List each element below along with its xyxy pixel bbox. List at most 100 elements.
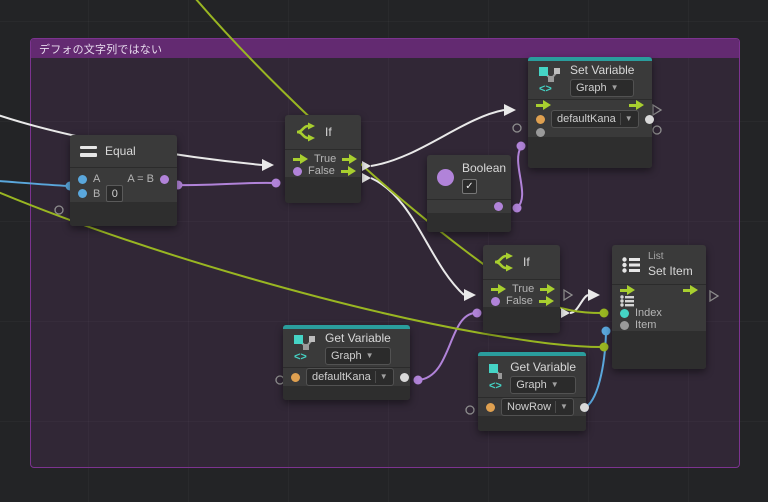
flow-out-false-arrow-icon[interactable]: [538, 296, 554, 306]
wire-if-top-false-to-if-bottom[interactable]: [370, 177, 465, 296]
flow-out-arrow-icon[interactable]: [683, 285, 698, 295]
node-list-set-item[interactable]: List Set Item Index Ite: [612, 245, 706, 369]
cap-if-top-false-output: [362, 173, 371, 183]
node-title: If: [523, 255, 530, 269]
variable-name-dropdown[interactable]: defaultKana ▼: [551, 110, 639, 128]
arrowhead-if-bottom-input: [464, 289, 476, 301]
if-branch-icon: [296, 122, 315, 142]
dropdown-arrow-icon: ▼: [365, 351, 374, 360]
port-label-false: False: [506, 295, 533, 307]
wire-into-list-port[interactable]: [195, 0, 603, 314]
port-variable-name[interactable]: [536, 114, 545, 124]
wire-if-top-true-to-set-variable[interactable]: [370, 109, 505, 167]
port-label-index: Index: [635, 307, 662, 319]
unconnected-marker-nowrow-name: [465, 405, 475, 415]
variable-kind-dropdown[interactable]: Graph ▼: [325, 347, 391, 365]
unconnected-marker-set-variable-flow-out: [652, 103, 663, 117]
variable-name-dropdown[interactable]: NowRow ▼: [501, 398, 574, 416]
node-title: Equal: [105, 144, 136, 158]
port-variable-name[interactable]: [291, 372, 300, 382]
port-equal-b[interactable]: [78, 189, 87, 198]
flow-in-arrow-icon[interactable]: [491, 284, 506, 294]
node-equal[interactable]: Equal A A = B B 0: [70, 135, 177, 226]
wire-get-variable-to-if-bottom-condition[interactable]: [417, 312, 476, 381]
group-header[interactable]: デフォの文字列ではない: [31, 39, 739, 58]
wire-equal-to-if-top-condition[interactable]: [177, 181, 275, 187]
port-equal-a[interactable]: [78, 174, 87, 184]
variable-icon: <>: [539, 67, 560, 93]
variable-icon: <>: [294, 335, 315, 361]
port-equal-out[interactable]: [160, 174, 169, 184]
variable-kind-dropdown[interactable]: Graph ▼: [510, 375, 576, 394]
svg-text:<>: <>: [489, 380, 502, 390]
wire-end-list-in: [599, 308, 609, 318]
port-item[interactable]: [620, 320, 629, 330]
flow-out-false-arrow-icon[interactable]: [340, 166, 356, 176]
unconnected-marker-if-bottom-true: [563, 288, 574, 302]
port-set-variable-value[interactable]: [536, 128, 545, 137]
flow-out-true-arrow-icon[interactable]: [342, 154, 358, 164]
node-title: Get Variable: [325, 331, 391, 345]
node-get-variable-default[interactable]: <> Get Variable Graph ▼ defaultKana ▼: [283, 325, 410, 400]
wire-if-bottom-false-to-list-set-item[interactable]: [569, 294, 589, 314]
node-boolean[interactable]: Boolean ✓: [427, 155, 511, 232]
node-title: Get Variable: [510, 359, 576, 374]
variable-name-dropdown[interactable]: defaultKana ▼: [306, 368, 394, 386]
port-if-condition[interactable]: [293, 166, 302, 176]
equal-b-value-input[interactable]: 0: [106, 185, 124, 202]
node-footer: [285, 177, 361, 203]
flow-out-arrow-icon[interactable]: [629, 100, 644, 110]
flow-in-arrow-icon[interactable]: [620, 285, 635, 295]
node-category: List: [648, 251, 664, 262]
port-label-true: True: [314, 153, 337, 165]
arrowhead-list-set-item-input: [588, 289, 600, 301]
if-branch-icon: [494, 252, 513, 272]
node-get-variable-nowrow[interactable]: <> Get Variable Graph ▼ NowRow ▼: [478, 352, 589, 431]
wire-end-get-variable-out: [413, 375, 423, 385]
list-port-icon[interactable]: [620, 295, 634, 307]
boolean-checkbox[interactable]: ✓: [462, 178, 477, 194]
port-get-variable-out[interactable]: [399, 372, 409, 382]
variable-node-accent-bar: [283, 325, 410, 329]
port-set-variable-out[interactable]: [644, 114, 654, 124]
wire-into-item-port[interactable]: [0, 191, 603, 348]
node-footer: [283, 386, 410, 400]
port-boolean-out[interactable]: [494, 202, 503, 212]
node-footer: [427, 213, 511, 232]
svg-text:<>: <>: [539, 83, 552, 93]
cap-if-top-true-output: [362, 161, 371, 171]
port-index[interactable]: [620, 308, 629, 318]
svg-text:<>: <>: [294, 351, 307, 361]
port-label-a: A: [93, 173, 101, 185]
flow-in-arrow-icon[interactable]: [293, 154, 308, 164]
port-get-variable-out[interactable]: [579, 402, 589, 412]
port-label-a-equals-b: A = B: [127, 173, 154, 185]
group-title: デフォの文字列ではない: [39, 43, 163, 56]
wire-end-index-in: [601, 326, 611, 336]
variable-node-accent-bar: [478, 352, 586, 356]
variable-kind-dropdown[interactable]: Graph ▼: [570, 79, 635, 97]
dropdown-arrow-icon: ▼: [560, 402, 568, 411]
node-footer: [528, 137, 652, 168]
equal-icon: [80, 145, 97, 157]
port-label-b: B: [93, 187, 101, 200]
port-if-condition[interactable]: [491, 296, 500, 306]
flow-in-arrow-icon[interactable]: [536, 100, 551, 110]
node-if-top[interactable]: If True False: [285, 115, 361, 203]
wire-end-boolean-out: [512, 203, 522, 213]
unconnected-marker-list-flow-out: [709, 289, 720, 303]
port-variable-name[interactable]: [486, 402, 495, 412]
wire-boolean-to-set-variable-value[interactable]: [516, 146, 524, 209]
node-if-bottom[interactable]: If True False: [483, 245, 560, 333]
dropdown-arrow-icon: ▼: [550, 379, 559, 389]
cap-if-bottom-false-output: [561, 308, 570, 318]
node-title: Set Variable: [570, 63, 635, 77]
wire-into-equal-a[interactable]: [0, 180, 69, 187]
node-set-variable[interactable]: <> Set Variable Graph ▼ defaultKana ▼: [528, 57, 654, 168]
node-title: If: [325, 125, 332, 139]
node-footer: [612, 331, 706, 369]
arrowhead-if-top-input: [262, 159, 274, 171]
flow-out-true-arrow-icon[interactable]: [540, 284, 556, 294]
node-title: Set Item: [648, 264, 693, 278]
